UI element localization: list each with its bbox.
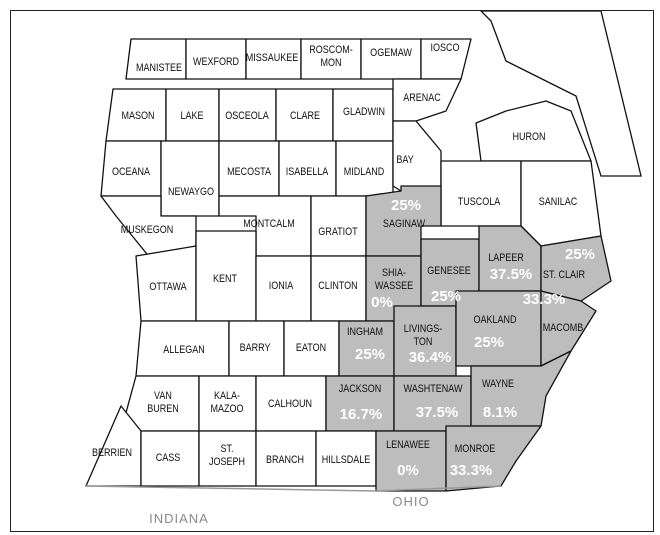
label-oakland: OAKLAND xyxy=(473,314,516,326)
label-ingham: INGHAM xyxy=(347,326,383,338)
label-saginaw: SAGINAW xyxy=(383,218,426,230)
label-kalamazoo-1: KALA- xyxy=(214,390,240,402)
label-wexford: WEXFORD xyxy=(193,56,239,68)
label-oceana: OCEANA xyxy=(112,166,150,178)
label-barry: BARRY xyxy=(240,342,271,354)
label-washtenaw: WASHTENAW xyxy=(404,383,463,395)
pct-lapeer: 37.5% xyxy=(490,266,533,283)
label-ionia: IONIA xyxy=(269,280,294,292)
ohio-border xyxy=(375,485,502,492)
label-lake: LAKE xyxy=(181,110,204,122)
label-calhoun: CALHOUN xyxy=(268,398,312,410)
map-frame: MANISTEE WEXFORD MISSAUKEE ROSCOM- MON O… xyxy=(10,10,654,532)
label-iosco: IOSCO xyxy=(430,42,459,54)
label-livingston-1: LIVINGS- xyxy=(404,323,443,335)
label-gratiot: GRATIOT xyxy=(318,226,357,238)
label-osceola: OSCEOLA xyxy=(225,110,269,122)
label-van-buren-2: BUREN xyxy=(147,403,179,415)
label-shiawassee-2: WASSEE xyxy=(375,280,413,292)
label-ottawa: OTTAWA xyxy=(149,281,186,293)
pct-wayne: 8.1% xyxy=(483,404,517,421)
label-bay: BAY xyxy=(396,154,414,166)
pct-ingham: 25% xyxy=(355,346,385,363)
pct-genesee: 25% xyxy=(431,288,461,305)
label-isabella: ISABELLA xyxy=(286,166,329,178)
county-monroe[interactable] xyxy=(445,425,542,492)
label-tuscola: TUSCOLA xyxy=(458,196,501,208)
pct-livingston: 36.4% xyxy=(409,349,452,366)
label-branch: BRANCH xyxy=(266,454,304,466)
pct-macomb: 33.3% xyxy=(523,291,566,308)
pct-lenawee: 0% xyxy=(397,462,419,479)
label-clinton: CLINTON xyxy=(318,280,357,292)
label-roscommon-1: ROSCOM- xyxy=(309,44,353,56)
lake-huron-coast xyxy=(480,11,642,177)
label-cass: CASS xyxy=(156,452,181,464)
label-huron: HURON xyxy=(512,131,545,143)
label-arenac: ARENAC xyxy=(403,92,441,104)
label-livingston-2: TON xyxy=(414,336,433,348)
percentage-labels: 25% 25% 37.5% 0% 25% 33.3% 25% 36.4% 25%… xyxy=(340,197,595,479)
label-sanilac: SANILAC xyxy=(539,196,578,208)
label-hillsdale: HILLSDALE xyxy=(322,454,371,466)
label-lenawee: LENAWEE xyxy=(386,439,430,451)
label-lapeer: LAPEER xyxy=(488,252,524,264)
county-st-clair[interactable] xyxy=(540,235,612,302)
label-wayne: WAYNE xyxy=(482,378,514,390)
label-st-joseph-1: ST. xyxy=(220,443,233,455)
label-shiawassee-1: SHIA- xyxy=(382,267,406,279)
pct-shiawassee: 0% xyxy=(371,294,393,311)
label-van-buren-1: VAN xyxy=(154,390,172,402)
label-midland: MIDLAND xyxy=(344,166,385,178)
county-labels: MANISTEE WEXFORD MISSAUKEE ROSCOM- MON O… xyxy=(92,42,585,468)
state-label-ohio: OHIO xyxy=(392,494,429,509)
label-montcalm: MONTCALM xyxy=(243,218,295,230)
county-macomb[interactable] xyxy=(540,290,597,367)
label-kalamazoo-2: MAZOO xyxy=(210,403,243,415)
label-st-joseph-2: JOSEPH xyxy=(209,456,245,468)
label-mecosta: MECOSTA xyxy=(227,166,271,178)
pct-jackson: 16.7% xyxy=(340,406,383,423)
label-kent: KENT xyxy=(213,273,237,285)
label-allegan: ALLEGAN xyxy=(163,344,205,356)
michigan-county-map: MANISTEE WEXFORD MISSAUKEE ROSCOM- MON O… xyxy=(85,11,642,526)
label-macomb: MACOMB xyxy=(543,322,584,334)
label-st-clair: ST. CLAIR xyxy=(543,269,585,281)
label-mason: MASON xyxy=(121,110,154,122)
label-genesee: GENESEE xyxy=(427,265,471,277)
label-eaton: EATON xyxy=(296,342,326,354)
label-monroe: MONROE xyxy=(455,443,496,455)
label-jackson: JACKSON xyxy=(339,383,382,395)
label-roscommon-2: MON xyxy=(320,57,341,69)
indiana-border xyxy=(85,485,377,492)
pct-monroe: 33.3% xyxy=(450,462,493,479)
label-newaygo: NEWAYGO xyxy=(168,186,214,198)
state-label-indiana: INDIANA xyxy=(149,511,209,526)
label-gladwin: GLADWIN xyxy=(343,106,385,118)
pct-washtenaw: 37.5% xyxy=(416,404,459,421)
pct-oakland: 25% xyxy=(474,334,504,351)
pct-saginaw: 25% xyxy=(391,197,421,214)
label-missaukee: MISSAUKEE xyxy=(246,52,299,64)
county-arenac xyxy=(392,78,462,122)
label-ogemaw: OGEMAW xyxy=(370,47,412,59)
pct-st-clair: 25% xyxy=(565,246,595,263)
label-clare: CLARE xyxy=(290,110,320,122)
label-manistee: MANISTEE xyxy=(136,62,182,74)
label-muskegon: MUSKEGON xyxy=(121,224,174,236)
county-tuscola xyxy=(440,160,522,227)
label-berrien: BERRIEN xyxy=(92,447,132,459)
county-newaygo xyxy=(160,140,220,217)
